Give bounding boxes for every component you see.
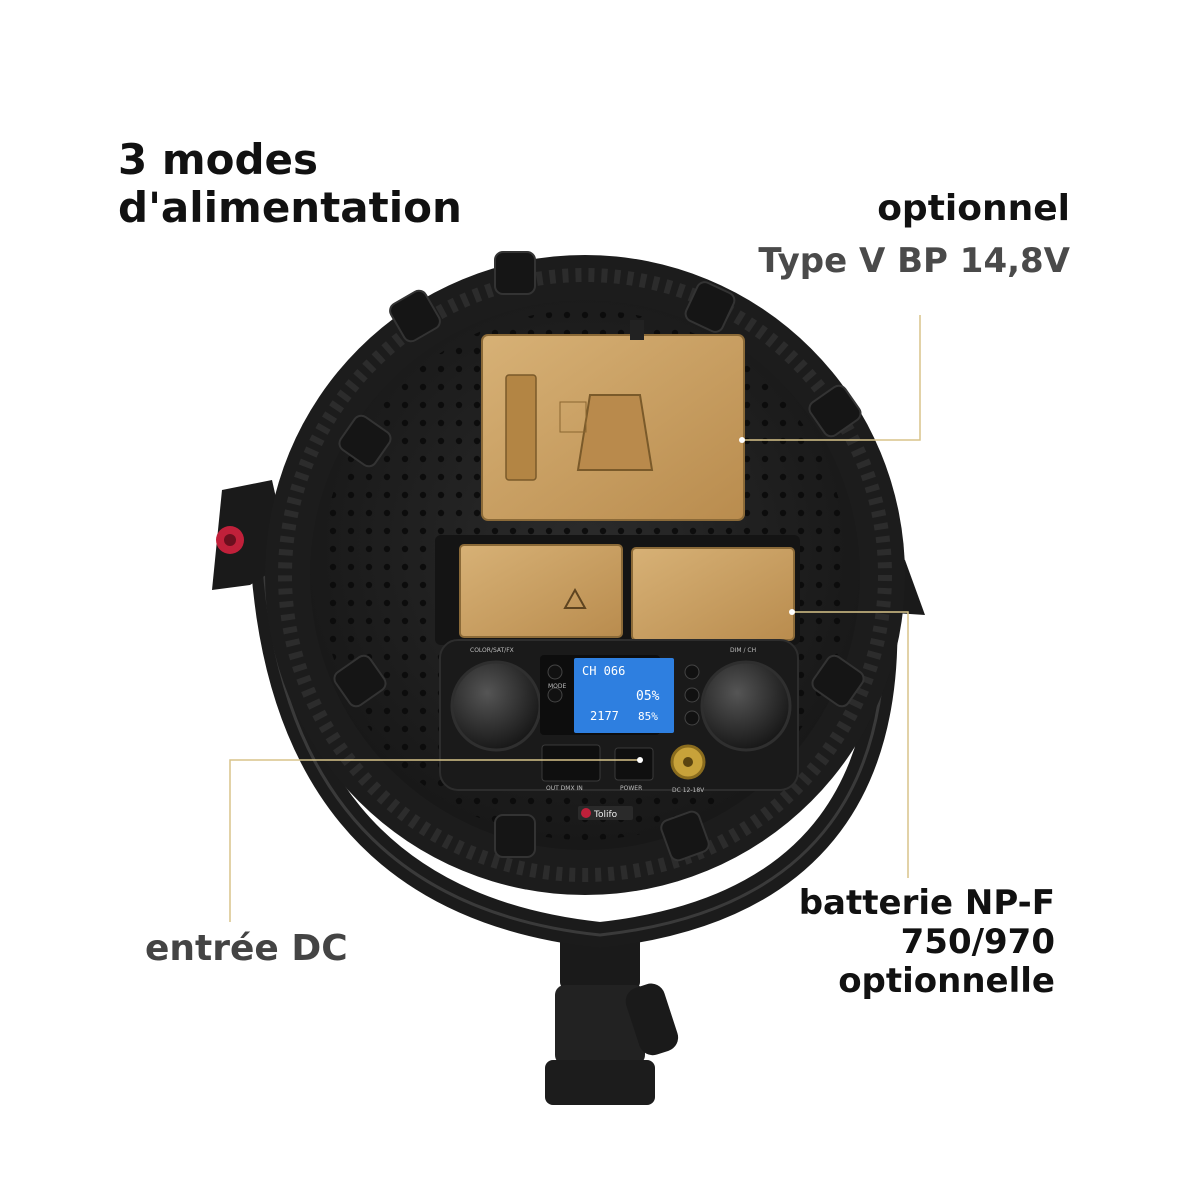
lcd-saturation: 85%	[638, 710, 658, 723]
vmount-callout-subtitle: Type V BP 14,8V	[758, 241, 1070, 281]
lcd-display: CH 066 05% 2177 85%	[582, 664, 660, 723]
callout-lines	[229, 315, 921, 922]
title-line-2: d'alimentation	[118, 183, 462, 233]
right-knob-label: DIM / CH	[730, 647, 756, 654]
vmount-callout-title: optionnel	[877, 188, 1070, 229]
lcd-channel: CH 066	[582, 664, 625, 678]
brand-logo-text: Tolifo	[593, 810, 618, 820]
vmount-callout-line	[742, 315, 921, 441]
dc-label: DC 12-18V	[672, 787, 705, 794]
control-panel	[439, 639, 799, 820]
npf-line-2: 750/970	[900, 922, 1055, 963]
dc-callout-line	[229, 759, 640, 922]
lcd-brightness: 05%	[636, 689, 660, 704]
light-stand	[545, 930, 679, 1105]
mode-label: MODE	[548, 683, 567, 690]
npf-callout-line	[792, 611, 909, 878]
page-title: 3 modes d'alimentation	[118, 135, 462, 233]
left-knob-label: COLOR/SAT/FX	[470, 647, 514, 654]
npf-line-1: batterie NP-F	[798, 883, 1055, 923]
yoke-bracket	[249, 512, 898, 949]
npf-line-3: optionnelle	[838, 961, 1055, 1002]
dc-input-callout: entrée DC	[145, 928, 348, 969]
v-mount-plate	[481, 320, 745, 521]
npf-battery-plates	[435, 535, 800, 645]
power-label: POWER	[620, 785, 642, 792]
panel-labels: COLOR/SAT/FX DIM / CH MODE POWER DC 12-1…	[470, 647, 756, 820]
title-line-1: 3 modes	[118, 135, 319, 184]
ports-label: OUT DMX IN	[546, 785, 583, 792]
npf-battery-callout: batterie NP-F 750/970 optionnelle	[798, 883, 1055, 1002]
lcd-color-temp: 2177	[590, 709, 619, 723]
